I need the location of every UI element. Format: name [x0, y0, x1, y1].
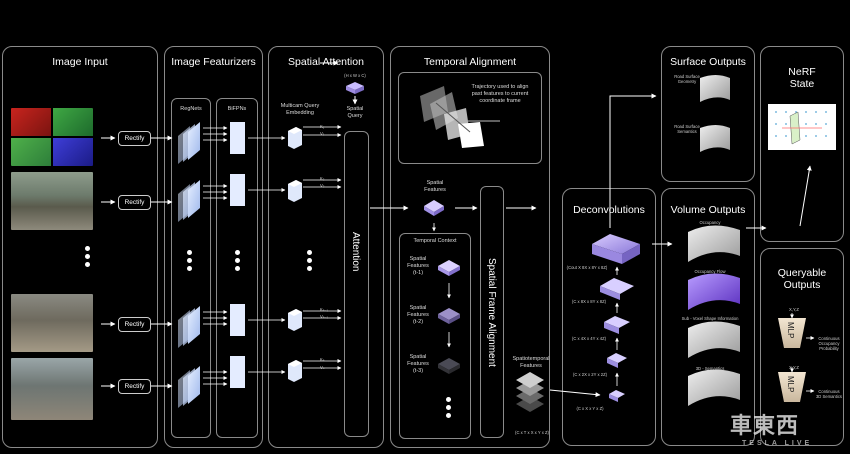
temporal-dots	[446, 397, 451, 418]
k2-label: K₂	[320, 176, 325, 181]
queryable-outputs-panel: Queryable Outputs	[760, 248, 844, 446]
rectify-box-4: Rectify	[118, 379, 151, 394]
multicam-label: Multicam Query Embedding	[280, 103, 320, 116]
attention-box	[344, 131, 369, 437]
query-input-1: X,Y,Z	[789, 307, 799, 312]
featurizer-dots-regnets	[187, 250, 192, 271]
image-featurizers-title: Image Featurizers	[171, 56, 256, 68]
query-embedding-cubes	[288, 127, 302, 382]
volume-label-4: 3D - Semantics	[695, 366, 725, 371]
nerf-visual	[768, 104, 836, 150]
input-arrows	[101, 135, 173, 389]
spatial-query-cube	[346, 82, 364, 94]
deconvolutions-panel: Deconvolutions	[562, 188, 656, 446]
volume-outputs-title: Volume Outputs	[670, 204, 746, 216]
spatiotemporal-dim: (C x T x X x Y x Z)	[515, 430, 549, 435]
temporal-alignment-panel: Temporal Alignment	[390, 46, 550, 448]
temporal-alignment-title: Temporal Alignment	[423, 56, 517, 68]
spatiotemporal-label: Spatiotemporal Features	[512, 356, 550, 369]
volume-label-3: Sub - Voxel Shape Information	[681, 316, 739, 321]
rectify-box-3: Rectify	[118, 317, 151, 332]
featurizer-dots-bifpns	[235, 250, 240, 271]
volume-outputs-panel: Volume Outputs	[661, 188, 755, 446]
volume-label-1: Occupancy	[699, 220, 721, 225]
surface-outputs-title: Surface Outputs	[670, 56, 746, 68]
spatial-attention-title: Spatial Attention	[288, 56, 364, 68]
mlp-blocks	[778, 318, 806, 402]
spatial-frame-alignment-box	[480, 186, 504, 438]
deconv-dim-3: (C x 4X x 4Y x 4Z)	[571, 336, 607, 341]
deconv-dim-4: (C x 2X x 2Y x 2Z)	[572, 372, 608, 377]
deconv-dim-1: (Cout X 8X x 8Y x 8Z)	[566, 265, 608, 270]
image-input-panel: Image Input	[2, 46, 158, 448]
spatiotemporal-stack	[516, 372, 544, 412]
trajectory-text: Trajectory used to align past features t…	[471, 84, 529, 104]
kn-label: Kₙ	[320, 357, 325, 362]
temporal-cubes	[438, 260, 460, 374]
temporal-context-label: Temporal Context	[413, 238, 457, 244]
camera-image-3	[11, 294, 93, 352]
camera-image-4	[11, 358, 93, 420]
spatial-frame-alignment-label: Spatial Frame Alignment	[486, 258, 497, 367]
spatial-query-label: Spatial Query	[346, 106, 364, 119]
image-featurizers-panel: Image Featurizers	[164, 46, 263, 448]
vn1-label: Vₙ₋₁	[320, 314, 329, 319]
watermark-logo: 車東西	[730, 413, 800, 438]
v1-label: V₁	[320, 131, 325, 136]
temporal-item-3: Spatial Features (t-3)	[407, 354, 429, 374]
query-output-2: Continuous 3D Semantics	[815, 389, 843, 400]
mlp-label-2: MLP	[786, 376, 795, 393]
deconv-layers	[592, 234, 640, 402]
regnets-label: RegNets	[180, 106, 202, 112]
temporal-item-2: Spatial Features (t-2)	[407, 305, 429, 325]
spatial-features-label: Spatial Features	[424, 180, 446, 193]
attention-label: Attention	[350, 232, 361, 272]
temporal-item-1: Spatial Features (t-1)	[407, 256, 429, 276]
camera-image-1	[11, 108, 93, 166]
rectify-box-1: Rectify	[118, 131, 151, 146]
bifpns-box: BiFPNs	[216, 98, 258, 438]
rectify-box-2: Rectify	[118, 195, 151, 210]
vn-label: Vₙ	[320, 365, 325, 370]
temporal-context-box: Temporal Context	[399, 233, 471, 439]
image-input-title: Image Input	[52, 56, 108, 68]
surface-outputs-panel: Surface Outputs	[661, 46, 755, 182]
trajectory-frames	[420, 86, 500, 148]
deconv-dim-5: (C x X x Y x Z)	[576, 406, 604, 411]
surface-shapes	[700, 75, 730, 152]
kn1-label: Kₙ₋₁	[320, 307, 329, 312]
attention-dots	[307, 250, 312, 271]
k1-label: K₁	[320, 124, 325, 129]
bifpns-label: BiFPNs	[227, 106, 247, 112]
regnets-box: RegNets	[171, 98, 211, 438]
query-input-2: X,Y,Z	[789, 365, 799, 370]
spatial-attention-panel: Spatial Attention	[268, 46, 384, 448]
deconvolutions-title: Deconvolutions	[573, 204, 645, 216]
bifpn-blocks	[230, 122, 245, 388]
queryable-outputs-title: Queryable Outputs	[777, 267, 827, 292]
regnet-stacks	[178, 122, 200, 408]
volume-label-2: Occupancy Flow	[694, 269, 726, 274]
more-cameras-dots	[85, 246, 90, 267]
v2-label: V₂	[320, 183, 325, 188]
regnet-bifpn-arrows	[203, 126, 228, 386]
nerf-state-panel: NeRF State	[760, 46, 844, 242]
camera-image-2	[11, 172, 93, 230]
nerf-state-title: NeRF State	[788, 66, 816, 90]
query-output-1: Continuous Occupancy Probability	[818, 336, 840, 352]
spatial-features-cube	[424, 200, 444, 216]
spatial-query-dim: (H x W x C)	[344, 73, 366, 78]
surface-label-1: Road Surface Geometry	[674, 74, 700, 85]
watermark-subtext: TESLA LIVE	[742, 440, 813, 447]
deconv-dim-2: (C x 8X x 8Y x 8Z)	[571, 299, 607, 304]
mlp-label-1: MLP	[786, 322, 795, 339]
trajectory-box	[398, 72, 542, 164]
volume-shapes	[688, 225, 740, 406]
surface-label-2: Road Surface Semantics	[674, 124, 700, 135]
bifpn-attention-arrows	[248, 125, 342, 374]
